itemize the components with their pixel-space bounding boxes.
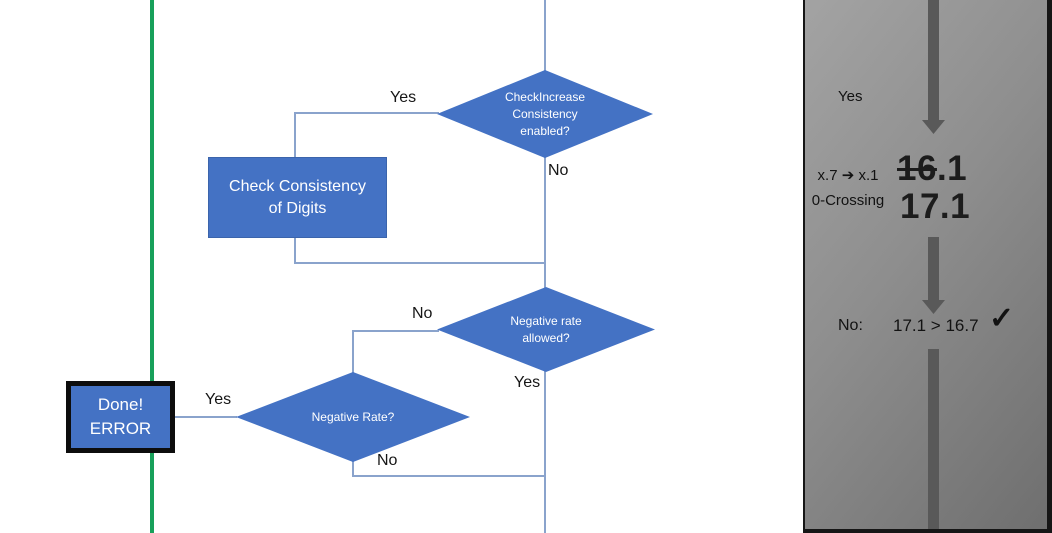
decision-negative-rate: Negative Rate?: [236, 372, 470, 462]
terminator-done-line1: Done!: [97, 395, 144, 414]
terminator-done-error: Done! ERROR: [66, 381, 175, 453]
panel-old-value-struck: 16: [897, 149, 937, 188]
connector-yes-top-horizontal: [294, 112, 439, 114]
decision-negative-rate-allowed-line2: allowed?: [522, 330, 570, 345]
panel-comparison: 17.1 > 16.7: [893, 316, 979, 335]
panel-new-value: 17.1: [900, 187, 971, 226]
panel-crossing-rule: 0-Crossing: [811, 192, 885, 209]
connector-main-vertical: [544, 0, 546, 533]
process-check-consistency-line1: Check Consistency: [229, 177, 366, 195]
process-check-consistency-line2: of Digits: [268, 199, 327, 217]
panel-yes-label: Yes: [838, 88, 863, 105]
down-arrow-1-icon: [922, 120, 945, 134]
green-guide-line: [150, 0, 154, 533]
connector-no-mid-horizontal: [352, 330, 439, 332]
decision-check-increase-line1: CheckIncrease: [504, 89, 586, 104]
decision-negative-rate-allowed-line1: Negative rate: [510, 313, 582, 328]
connector-yes-done-horizontal: [170, 416, 237, 418]
label-rate-allowed-no: No: [412, 305, 433, 322]
label-negative-rate-no: No: [377, 452, 398, 469]
connector-rect-join-horizontal: [294, 262, 546, 264]
decision-check-increase-line2: Consistency: [512, 106, 578, 121]
panel-result-label: No:: [838, 317, 863, 334]
decision-check-increase-enabled: CheckIncrease Consistency enabled?: [437, 70, 653, 158]
label-rate-allowed-yes: Yes: [514, 374, 541, 391]
down-arrow-3-shaft: [928, 349, 939, 529]
down-arrow-2-icon: [922, 300, 945, 314]
connector-rect-out-vertical: [294, 236, 296, 264]
decision-negative-rate-line1: Negative Rate?: [311, 409, 395, 424]
panel-transform-rule: x.7 ➔ x.1: [817, 167, 879, 184]
connector-no-join-horizontal: [352, 475, 546, 477]
checkmark-icon: ✓: [989, 302, 1015, 335]
process-check-consistency: Check Consistency of Digits: [208, 157, 387, 238]
panel-old-value: 16.1: [897, 150, 967, 187]
label-negative-rate-yes: Yes: [205, 391, 232, 408]
connector-yes-top-vertical: [294, 112, 296, 158]
label-check-increase-yes: Yes: [390, 89, 417, 106]
decision-check-increase-line3: enabled?: [520, 123, 570, 138]
down-arrow-2-shaft: [928, 237, 939, 300]
label-check-increase-no: No: [548, 162, 569, 179]
decision-negative-rate-allowed: Negative rate allowed?: [437, 287, 655, 372]
example-panel: Yes x.7 ➔ x.1 0-Crossing 16.1 17.1 No: 1…: [803, 0, 1052, 533]
terminator-done-line2: ERROR: [89, 419, 152, 438]
down-arrow-1-shaft: [928, 0, 939, 120]
panel-old-value-rest: .1: [936, 149, 968, 188]
